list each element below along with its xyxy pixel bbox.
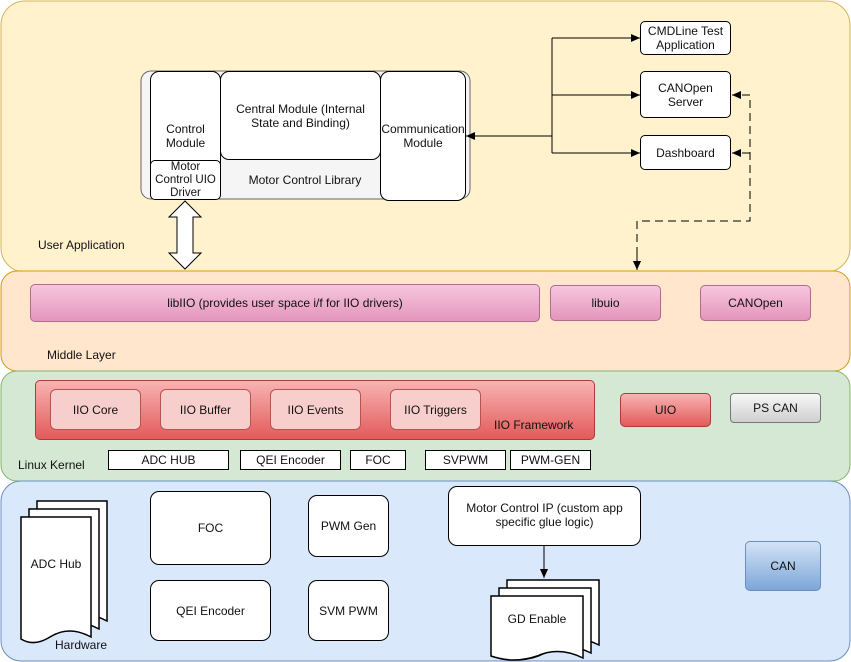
motor-control-library-label: Motor Control Library (248, 173, 362, 187)
communication-module: Communication Module (380, 71, 466, 201)
iio-triggers: IIO Triggers (390, 389, 481, 430)
hw-qei-encoder: QEI Encoder (150, 580, 271, 641)
adc-hub-shape (20, 500, 108, 644)
dashed-canopen-to-apps (636, 95, 751, 268)
label-user-application: User Application (38, 238, 125, 252)
hw-motor-control-ip: Motor Control IP (custom app specific gl… (448, 486, 641, 546)
label-middle-layer: Middle Layer (47, 348, 116, 362)
driver-adc-hub: ADC HUB (108, 450, 229, 470)
cmdline-test-application: CMDLine Test Application (640, 21, 731, 55)
iio-buffer: IIO Buffer (160, 389, 251, 430)
layer-hardware (0, 480, 851, 662)
gd-enable-shape (490, 579, 600, 661)
hw-can: CAN (745, 541, 821, 591)
canopen-server: CANOpen Server (640, 71, 731, 118)
uio: UIO (620, 393, 711, 427)
label-hardware: Hardware (55, 638, 108, 652)
dashboard: Dashboard (640, 135, 731, 170)
iio-events: IIO Events (270, 389, 361, 430)
libuio: libuio (550, 285, 661, 321)
double-arrow-uio-libiio (167, 200, 203, 270)
adc-hub-label: ADC Hub (30, 557, 82, 571)
canopen-middleware: CANOpen (700, 285, 811, 321)
hw-pwm-gen: PWM Gen (308, 495, 389, 557)
gd-enable-label: GD Enable (507, 612, 567, 626)
hw-foc: FOC (150, 491, 271, 565)
ps-can: PS CAN (730, 393, 821, 423)
driver-svpwm: SVPWM (425, 450, 506, 470)
central-module: Central Module (Internal State and Bindi… (220, 71, 381, 160)
iio-core: IIO Core (50, 389, 141, 430)
hw-svm-pwm: SVM PWM (308, 580, 389, 641)
driver-pwm-gen: PWM-GEN (510, 450, 591, 470)
label-linux-kernel: Linux Kernel (18, 458, 85, 472)
driver-qei-encoder: QEI Encoder (240, 450, 341, 470)
driver-foc: FOC (350, 450, 406, 470)
libiio: libIIO (provides user space i/f for IIO … (30, 284, 540, 322)
motor-control-uio-driver: Motor Control UIO Driver (150, 160, 221, 200)
iio-framework-label: IIO Framework (494, 418, 574, 432)
